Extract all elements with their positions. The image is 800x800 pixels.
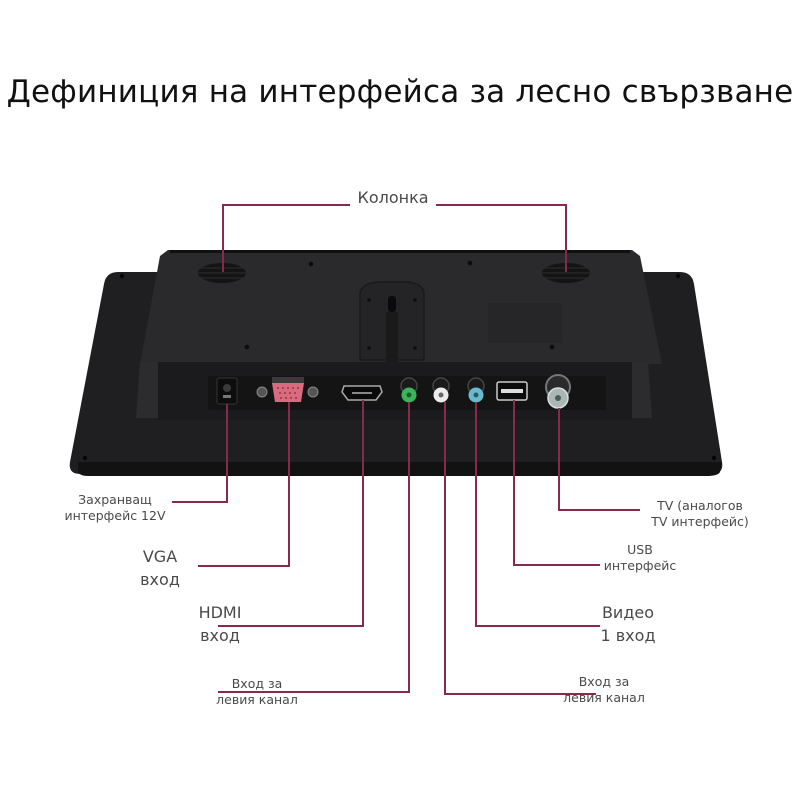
label-power: Захранващ интерфейс 12V [50, 492, 180, 525]
label-usb: USB интерфейс [590, 542, 690, 575]
label-power-line1: Захранващ [78, 492, 152, 507]
label-hdmi-line1: HDMI [198, 603, 242, 622]
label-video-line2: 1 вход [600, 626, 656, 646]
port-usb [496, 381, 528, 401]
label-speaker: Колонка [352, 188, 434, 207]
label-audio-left-b-line2: левия канал [563, 690, 645, 706]
label-usb-line2: интерфейс [603, 558, 677, 574]
label-hdmi: HDMI вход [180, 601, 260, 647]
label-hdmi-line2: вход [200, 626, 240, 646]
port-dc-power [216, 377, 238, 405]
monitor-body [69, 250, 723, 476]
label-usb-line1: USB [627, 542, 653, 557]
label-tv-line2: TV интерфейс) [651, 514, 749, 530]
label-audio-left-b-line1: Вход за [578, 674, 630, 689]
label-audio-left-a-line1: Вход за [231, 676, 283, 691]
port-hdmi [341, 385, 383, 401]
label-audio-left-b: Вход за левия канал [544, 674, 664, 707]
label-vga-line1: VGA [142, 547, 178, 566]
label-vga-line2: вход [140, 570, 180, 590]
port-tv-antenna [545, 374, 571, 409]
label-audio-left-a: Вход за левия канал [197, 676, 317, 709]
port-rca-green [400, 377, 418, 403]
port-rca-blue [467, 377, 485, 403]
label-video-line1: Видео [601, 603, 655, 622]
leader-lines [172, 204, 640, 695]
label-power-line2: интерфейс 12V [64, 508, 166, 524]
label-tv: TV (аналогов TV интерфейс) [630, 498, 770, 531]
label-speaker-text: Колонка [357, 188, 429, 207]
port-vga [256, 377, 319, 402]
label-audio-left-a-line2: левия канал [216, 692, 298, 708]
label-tv-line1: TV (аналогов [657, 498, 743, 513]
port-rca-white [432, 377, 450, 403]
page-title: Дефиниция на интерфейса за лесно свързва… [6, 74, 794, 110]
label-vga: VGA вход [120, 545, 200, 591]
label-video: Видео 1 вход [588, 601, 668, 647]
